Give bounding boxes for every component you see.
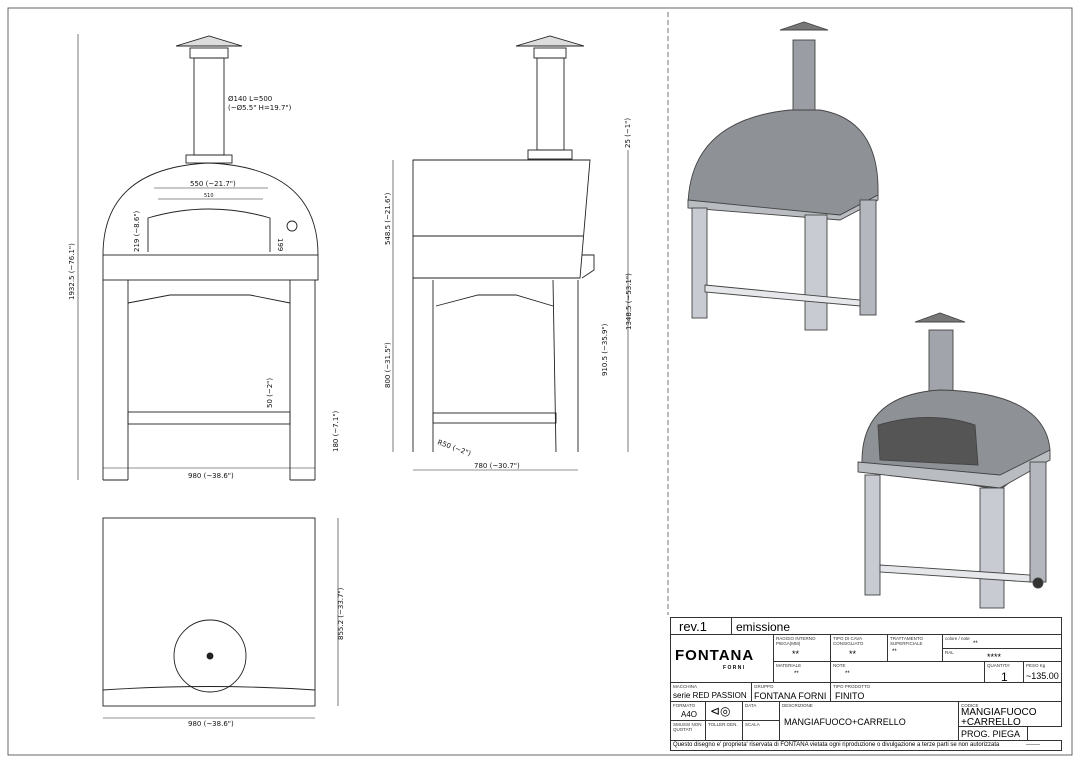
top-view xyxy=(102,517,339,719)
fontana-logo: FONTANA F O R N I xyxy=(670,634,774,683)
render-oven-2 xyxy=(857,312,1051,609)
dim-chimney-imperial: (~Ø5.5" H=19.7") xyxy=(228,104,292,112)
dim-flange: 25 (~1") xyxy=(624,118,632,148)
dim-top-depth: 855.2 (~33.7") xyxy=(337,587,345,640)
code-line-2: +CARRELLO xyxy=(961,717,1021,728)
ral-value: **** xyxy=(987,652,1002,662)
dim-total-height: 1932.5 (~76.1") xyxy=(68,243,76,300)
dim-shelf-thickness: 50 (~2") xyxy=(266,378,274,408)
dim-shelf-height: 180 (~7.1") xyxy=(332,410,340,452)
dim-top-width: 980 (~38.6") xyxy=(188,720,234,728)
weight: ~135.00 xyxy=(1026,671,1059,681)
dim-mouth-inner: 510 xyxy=(204,193,214,199)
dim-mouth-height: 219 (~8.6") xyxy=(133,210,141,252)
dim-width: 980 (~38.6") xyxy=(188,472,234,480)
dim-door-height: 199 xyxy=(276,238,284,251)
render-oven-1 xyxy=(687,21,879,331)
title-block: rev.1 emissione FONTANA F O R N I RAGGIO… xyxy=(670,617,1062,751)
dim-dome-height: 548.5 (~21.6") xyxy=(384,192,392,245)
dim-shelf-top: 910.5 (~35.9") xyxy=(601,323,609,376)
revision-desc: emissione xyxy=(736,620,791,634)
dim-depth: 780 (~30.7") xyxy=(474,462,520,470)
dim-wheel-radius: R50 (~2") xyxy=(436,438,472,458)
revision: rev.1 xyxy=(679,619,707,634)
dim-chimney: Ø140 L=500 xyxy=(228,95,272,103)
dim-mouth-outer: 550 (~21.7") xyxy=(190,180,236,188)
code-line-1: MANGIAFUOCO xyxy=(961,707,1037,718)
quantity: 1 xyxy=(1001,670,1008,684)
side-view xyxy=(392,35,629,471)
dim-stand-height: 800 (~31.5") xyxy=(384,342,392,388)
projection-symbol-icon: ⊲◎ xyxy=(705,701,743,721)
description: MANGIAFUOCO+CARRELLO xyxy=(784,717,906,727)
front-view xyxy=(77,34,319,481)
page-border xyxy=(7,7,1073,756)
dim-total-body: 1348.5 (~53.1") xyxy=(625,273,633,330)
footer-notice: Questo disegno e' proprieta' riservata d… xyxy=(673,742,1000,748)
